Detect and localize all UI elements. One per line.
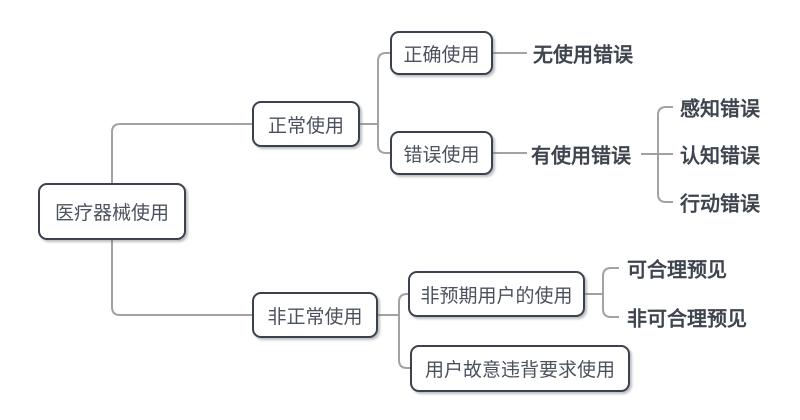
- connector-root-to-normal-use: [111, 123, 252, 184]
- node-action-error[interactable]: 行动错误: [680, 193, 760, 216]
- node-has-use-error[interactable]: 有使用错误: [531, 145, 631, 168]
- connector-root-to-abnormal-use: [111, 239, 252, 316]
- node-reasonably-foreseeable[interactable]: 可合理预见: [627, 259, 727, 282]
- node-cognition-error[interactable]: 认知错误: [680, 145, 760, 168]
- node-not-reasonably-foreseeable[interactable]: 非可合理预见: [627, 308, 747, 331]
- connector-abnormal-use-branch: [378, 293, 411, 369]
- connector-normal-use-branch: [360, 52, 390, 154]
- node-perception-error[interactable]: 感知错误: [680, 98, 760, 121]
- node-erroneous-use[interactable]: 错误使用: [390, 131, 493, 175]
- node-no-use-error[interactable]: 无使用错误: [533, 44, 633, 67]
- node-correct-use[interactable]: 正确使用: [390, 31, 493, 75]
- connector-unintended-user-branch: [585, 267, 619, 318]
- node-abnormal-use[interactable]: 非正常使用: [252, 292, 378, 338]
- node-unintended-user-use[interactable]: 非预期用户的使用: [408, 271, 585, 317]
- connector-has-error-branch: [641, 106, 673, 203]
- node-medical-device-use[interactable]: 医疗器械使用: [38, 183, 186, 240]
- node-normal-use[interactable]: 正常使用: [252, 101, 360, 147]
- node-intentional-misuse[interactable]: 用户故意违背要求使用: [410, 345, 630, 392]
